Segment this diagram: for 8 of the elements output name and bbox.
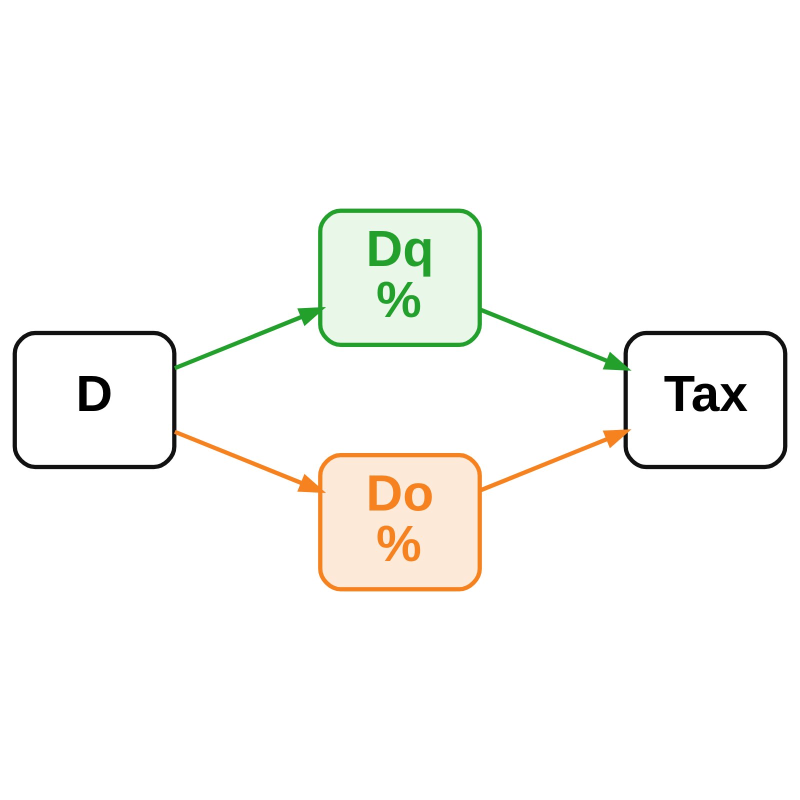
arrow: [174, 430, 326, 493]
arrow: [174, 307, 326, 370]
node-box: Tax: [624, 330, 788, 470]
node-box: D: [12, 330, 176, 470]
node-box: Do %: [318, 453, 482, 592]
arrow: [479, 308, 632, 371]
arrow: [479, 429, 632, 492]
node-box: Dq %: [318, 208, 482, 347]
